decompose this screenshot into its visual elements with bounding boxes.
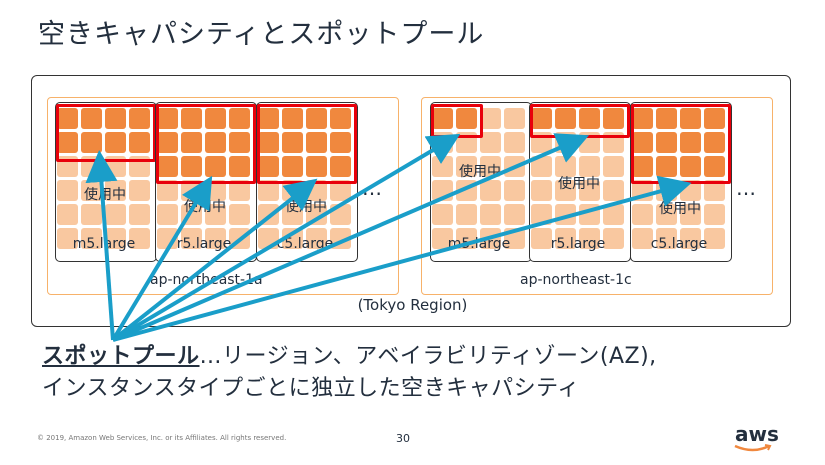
free-capacity-cell (330, 108, 351, 129)
used-capacity-cell (704, 204, 725, 225)
slide-title: 空きキャパシティとスポットプール (38, 19, 485, 50)
aws-smile-icon (734, 444, 772, 452)
ellipsis-1c: … (736, 176, 757, 200)
spot-pool-highlight (530, 104, 630, 138)
free-capacity-cell (306, 108, 327, 129)
spot-pool-highlight (56, 104, 156, 162)
used-capacity-cell (531, 204, 552, 225)
used-capacity-cell (81, 180, 102, 201)
in-use-label: 使用中 (184, 199, 226, 215)
free-capacity-cell (57, 108, 78, 129)
used-capacity-cell (504, 204, 525, 225)
used-capacity-cell (456, 180, 477, 201)
used-capacity-cell (504, 108, 525, 129)
spot-pool-definition-line1: スポットプール…リージョン、アベイラビリティゾーン(AZ), (42, 338, 657, 370)
free-capacity-cell (282, 108, 303, 129)
free-capacity-cell (81, 132, 102, 153)
copyright-footer: © 2019, Amazon Web Services, Inc. or its… (37, 434, 287, 442)
in-use-label: 使用中 (285, 199, 327, 215)
free-capacity-cell (632, 108, 653, 129)
free-capacity-cell (680, 156, 701, 177)
used-capacity-cell (579, 204, 600, 225)
free-capacity-cell (632, 132, 653, 153)
used-capacity-cell (603, 156, 624, 177)
instance-type-label: c5.large (650, 236, 708, 252)
free-capacity-cell (531, 108, 552, 129)
free-capacity-cell (704, 132, 725, 153)
spot-pool-highlight (257, 104, 357, 184)
az-label-1c: ap-northeast-1c (520, 272, 632, 288)
free-capacity-cell (432, 108, 453, 129)
free-capacity-cell (456, 108, 477, 129)
free-capacity-cell (81, 108, 102, 129)
used-capacity-cell (504, 132, 525, 153)
used-capacity-cell (129, 204, 150, 225)
free-capacity-cell (105, 108, 126, 129)
used-capacity-cell (432, 180, 453, 201)
used-capacity-cell (456, 204, 477, 225)
used-capacity-cell (81, 204, 102, 225)
free-capacity-cell (555, 108, 576, 129)
ellipsis-1a: … (362, 176, 383, 200)
used-capacity-cell (480, 108, 501, 129)
used-capacity-cell (57, 204, 78, 225)
spot-pool-highlight (431, 104, 483, 138)
free-capacity-cell (680, 132, 701, 153)
used-capacity-cell (432, 204, 453, 225)
instance-type-label: m5.large (447, 236, 511, 252)
used-capacity-cell (704, 228, 725, 249)
free-capacity-cell (704, 108, 725, 129)
spot-pool-definition-line2: インスタンスタイプごとに独立した空きキャパシティ (42, 376, 580, 401)
used-capacity-cell (480, 204, 501, 225)
used-capacity-cell (81, 228, 102, 249)
in-use-label: 使用中 (659, 201, 701, 217)
free-capacity-cell (181, 108, 202, 129)
used-capacity-cell (704, 180, 725, 201)
used-capacity-cell (480, 132, 501, 153)
free-capacity-cell (258, 108, 279, 129)
instance-type-label: m5.large (72, 236, 136, 252)
free-capacity-cell (205, 108, 226, 129)
definition-text: …リージョン、アベイラビリティゾーン(AZ), (199, 344, 657, 369)
used-capacity-cell (504, 180, 525, 201)
free-capacity-cell (704, 156, 725, 177)
free-capacity-cell (57, 132, 78, 153)
used-capacity-cell (680, 228, 701, 249)
spot-pool-keyword: スポットプール (42, 344, 200, 369)
az-label-1a: ap-northeast-1a (150, 272, 263, 288)
free-capacity-cell (157, 108, 178, 129)
in-use-label: 使用中 (84, 187, 126, 203)
aws-logo-text: aws (735, 422, 779, 446)
in-use-label: 使用中 (459, 164, 501, 180)
free-capacity-cell (656, 132, 677, 153)
spot-pool-highlight (156, 104, 256, 184)
spot-pool-highlight (631, 104, 731, 184)
free-capacity-cell (680, 108, 701, 129)
used-capacity-cell (57, 228, 78, 249)
used-capacity-cell (555, 204, 576, 225)
instance-type-label: c5.large (276, 236, 334, 252)
region-label: (Tokyo Region) (357, 296, 468, 314)
instance-type-label: r5.large (550, 236, 606, 252)
free-capacity-cell (632, 156, 653, 177)
used-capacity-cell (680, 204, 701, 225)
in-use-label: 使用中 (558, 176, 600, 192)
page-number: 30 (396, 432, 410, 445)
free-capacity-cell (656, 156, 677, 177)
used-capacity-cell (57, 180, 78, 201)
free-capacity-cell (579, 108, 600, 129)
free-capacity-cell (603, 108, 624, 129)
used-capacity-cell (603, 204, 624, 225)
free-capacity-cell (229, 108, 250, 129)
used-capacity-cell (105, 204, 126, 225)
free-capacity-cell (129, 108, 150, 129)
used-capacity-cell (480, 180, 501, 201)
instance-type-label: r5.large (176, 236, 232, 252)
free-capacity-cell (656, 108, 677, 129)
aws-logo: aws (734, 422, 779, 452)
